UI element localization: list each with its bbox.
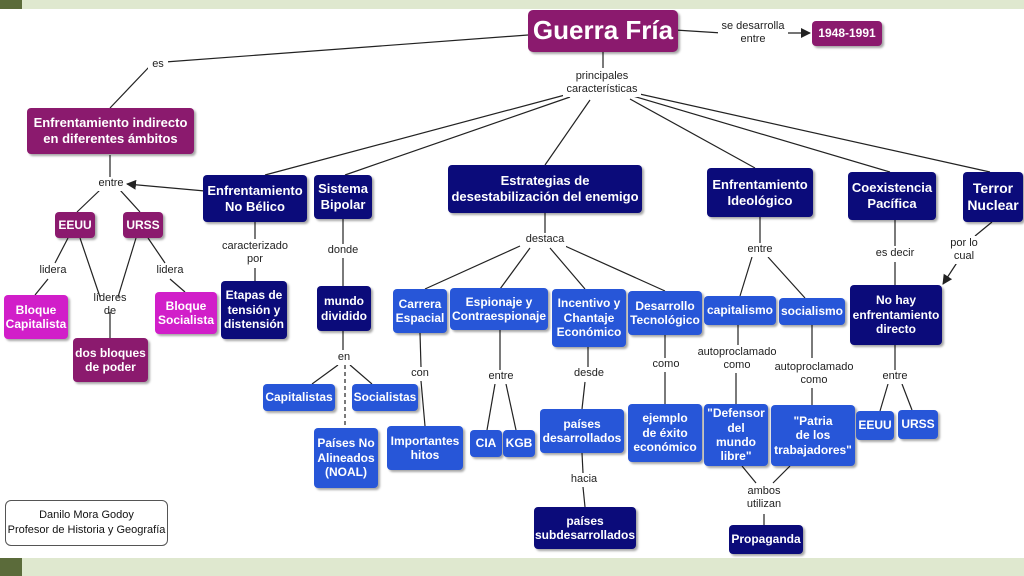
node-sistema-bipolar: Sistema Bipolar — [314, 175, 372, 219]
link-lidera-right: lidera — [154, 264, 186, 278]
link-caracterizado: caracterizado por — [221, 239, 289, 267]
link-entre-coex: entre — [880, 370, 910, 384]
link-autoproclamado-2: autoproclamado como — [774, 360, 854, 388]
link-con: con — [408, 367, 432, 381]
node-socialismo: socialismo — [779, 298, 845, 325]
link-entre-ideo: entre — [745, 243, 775, 257]
link-destaca: destaca — [524, 233, 566, 247]
node-urss-left: URSS — [123, 212, 163, 238]
link-por-lo-cual: por lo cual — [947, 236, 981, 264]
node-defensor: "Defensor del mundo libre" — [704, 404, 768, 466]
link-como-tec: como — [651, 358, 681, 372]
top-band — [0, 0, 1024, 9]
node-espionaje: Espionaje y Contraespionaje — [450, 288, 548, 330]
link-se-desarrolla: se desarrolla entre — [718, 19, 788, 47]
node-propaganda: Propaganda — [729, 525, 803, 554]
node-etapas: Etapas de tensión y distensión — [221, 281, 287, 339]
link-lideres-de: líderes de — [86, 292, 134, 317]
node-ejemplo: ejemplo de éxito económico — [628, 404, 702, 462]
node-cia: CIA — [470, 430, 502, 457]
node-capitalismo: capitalismo — [704, 296, 776, 325]
node-urss-right: URSS — [898, 410, 938, 439]
link-lidera-left: lidera — [37, 264, 69, 278]
node-enfrentamiento-indirecto: Enfrentamiento indirecto en diferentes á… — [27, 108, 194, 154]
node-eeuu-left: EEUU — [55, 212, 95, 238]
node-eeuu-right: EEUU — [856, 411, 894, 440]
node-carrera-espacial: Carrera Espacial — [393, 289, 447, 333]
node-dos-bloques: dos bloques de poder — [73, 338, 148, 382]
link-hacia: hacia — [568, 473, 600, 487]
link-autoproclamado-1: autoproclamado como — [697, 345, 777, 373]
link-desde: desde — [572, 367, 606, 381]
node-bloque-socialista: Bloque Socialista — [155, 292, 217, 334]
node-mundo-dividido: mundo dividido — [317, 286, 371, 331]
node-enfrentamiento-no-belico: Enfrentamiento No Bélico — [203, 175, 307, 222]
link-en: en — [335, 351, 353, 365]
node-paises-subdesarrollados: países subdesarrollados — [534, 507, 636, 549]
node-estrategias: Estrategias de desestabilización del ene… — [448, 165, 642, 213]
title-node: Guerra Fría — [528, 10, 678, 52]
link-ambos-utilizan: ambos utilizan — [741, 484, 787, 512]
bottom-band — [0, 558, 1024, 576]
node-incentivo: Incentivo y Chantaje Económico — [552, 289, 626, 347]
node-patria: "Patria de los trabajadores" — [771, 405, 855, 466]
link-donde: donde — [326, 244, 360, 258]
node-capitalistas: Capitalistas — [263, 384, 335, 411]
node-importantes-hitos: Importantes hitos — [387, 426, 463, 470]
node-noal: Países No Alineados (NOAL) — [314, 428, 378, 488]
node-kgb: KGB — [503, 430, 535, 457]
node-desarrollo-tecnologico: Desarrollo Tecnológico — [628, 291, 702, 335]
node-socialistas: Socialistas — [352, 384, 418, 411]
link-principales: principales características — [563, 69, 641, 97]
dates-node: 1948-1991 — [812, 21, 882, 46]
bottom-band-accent — [0, 558, 22, 576]
node-terror-nuclear: Terror Nuclear — [963, 172, 1023, 222]
node-enfrentamiento-ideologico: Enfrentamiento Ideológico — [707, 168, 813, 217]
author-credit: Danilo Mora Godoy Profesor de Historia y… — [5, 500, 168, 546]
top-band-accent — [0, 0, 22, 9]
node-no-hay-enfrentamiento: No hay enfrentamiento directo — [850, 285, 942, 345]
node-paises-desarrollados: países desarrollados — [540, 409, 624, 453]
link-es: es — [148, 58, 168, 72]
link-entre-cia: entre — [486, 370, 516, 384]
link-es-decir: es decir — [873, 247, 917, 261]
node-coexistencia: Coexistencia Pacífica — [848, 172, 936, 220]
node-bloque-capitalista: Bloque Capitalista — [4, 295, 68, 339]
link-entre-left: entre — [96, 177, 126, 191]
